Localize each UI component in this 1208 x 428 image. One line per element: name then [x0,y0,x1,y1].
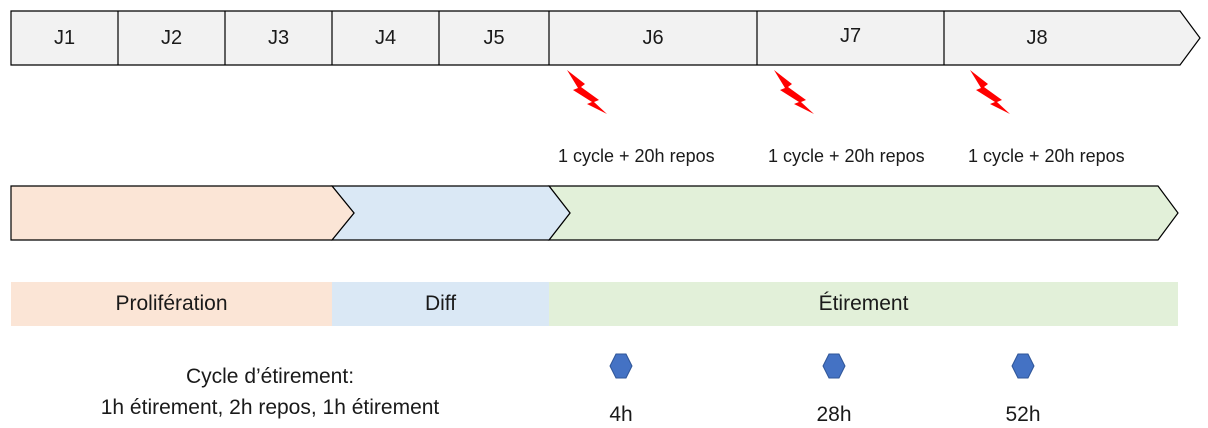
day-label: J6 [642,27,664,49]
phase-arrows [10,185,1179,241]
lightning-bolt-icon [567,70,607,114]
phase-band-diff: Diff [332,282,549,326]
sample-time-label: 52h [1005,403,1041,426]
day-label: J2 [160,27,183,49]
lightning-bolt-icon [774,70,814,114]
day-label: J3 [267,27,290,49]
day-label: J1 [53,27,76,49]
cycle-note-title: Cycle d’étirement: [185,365,355,388]
hexagon-icon [1011,353,1035,379]
phase-arrow-diff [330,185,571,241]
timeline-arrow-shape [10,10,1201,66]
hexagon-icon [822,353,846,379]
cycle-note-detail: 1h étirement, 2h repos, 1h étirement [100,396,440,419]
day-label: J4 [374,27,397,49]
phase-label: Étirement [818,292,909,315]
stimulation-label: 1 cycle + 20h repos [558,146,715,166]
sample-time-label: 28h [816,403,852,426]
day-label: J8 [1026,27,1048,49]
phase-label: Diff [424,292,457,315]
phase-arrow-proliferation [10,185,355,241]
day-label: J7 [839,25,862,47]
sample-time-label: 4h [609,403,633,426]
day-label: J5 [483,27,505,49]
stimulation-label: 1 cycle + 20h repos [968,146,1125,166]
hexagon-icon [609,353,633,379]
day-timeline-arrow [10,10,1201,66]
phase-band-proliferation: Prolifération [11,282,332,326]
phase-arrow-etirement [547,185,1179,241]
phase-label: Prolifération [115,292,228,315]
lightning-bolt-icon [970,70,1010,114]
phase-band-etirement: Étirement [549,282,1178,326]
stimulation-label: 1 cycle + 20h repos [768,146,925,166]
